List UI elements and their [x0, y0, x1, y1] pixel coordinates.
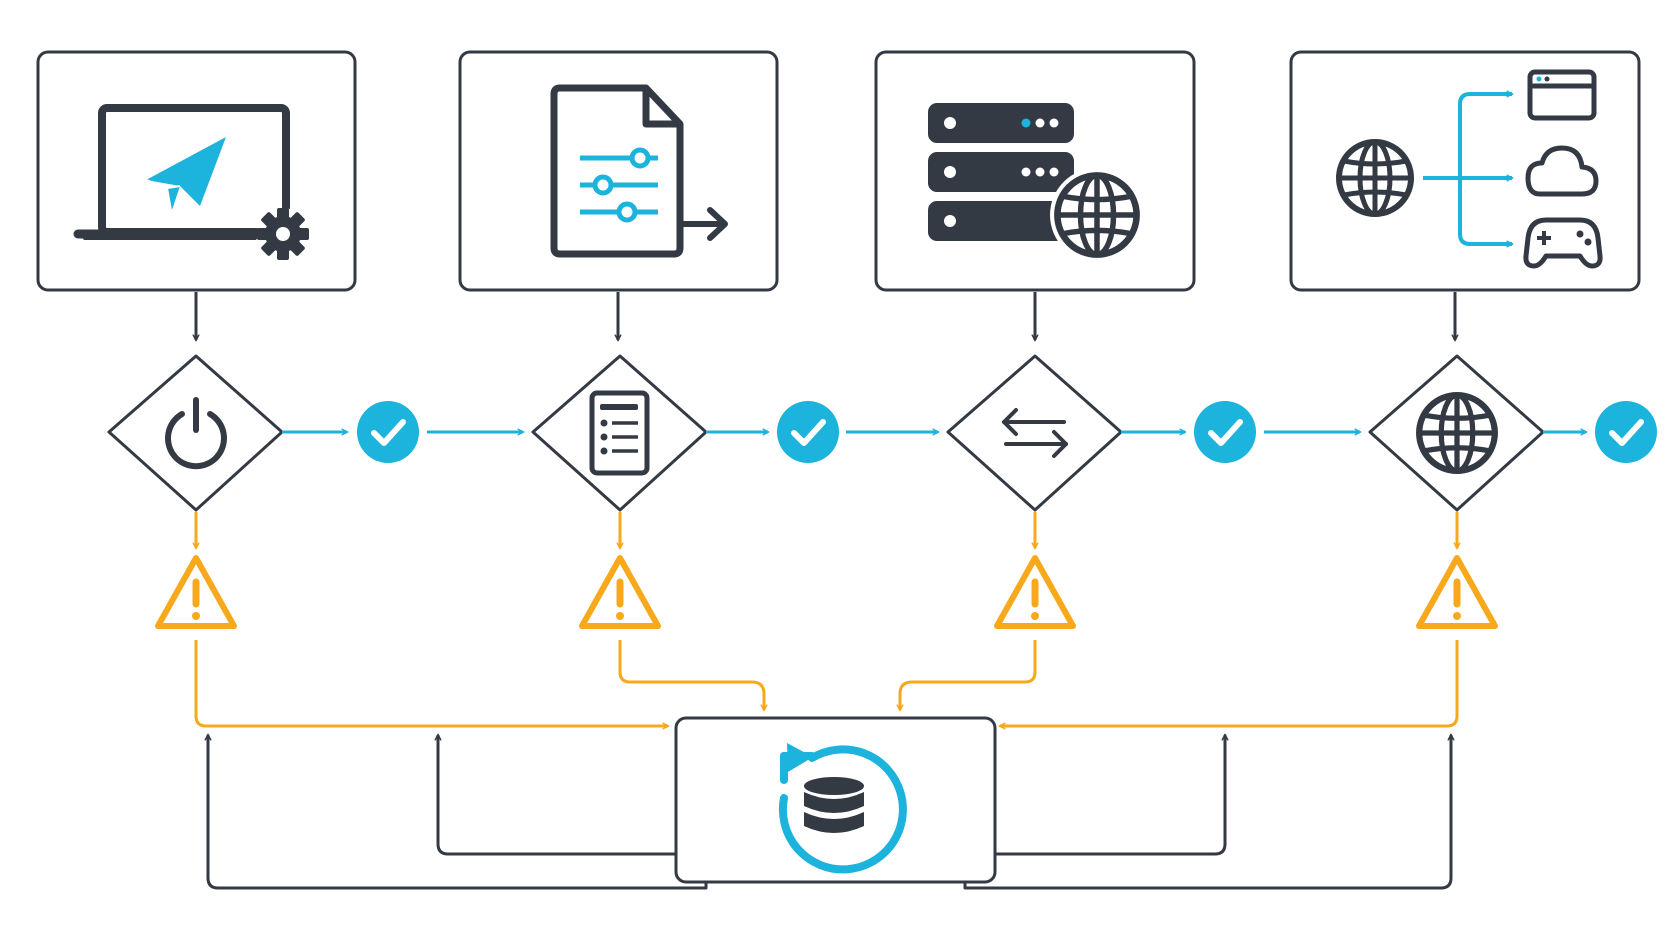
- warning-icon: [1419, 558, 1495, 626]
- check-icon: [1194, 401, 1256, 463]
- warning-icon: [158, 558, 234, 626]
- stage-3-source-box: [874, 50, 1196, 292]
- cloud-icon: [1525, 145, 1599, 197]
- check-icon: [357, 401, 419, 463]
- laptop-send-gear-icon: [73, 104, 309, 260]
- stage-1-gate: [107, 354, 284, 512]
- stage-1-source-box: [36, 50, 357, 292]
- browser-window-icon: [1527, 69, 1597, 121]
- stage-4-gate: [1368, 354, 1545, 512]
- failure-flow: [192, 512, 1461, 730]
- restore-flow: [204, 733, 1455, 890]
- stage-2-source-box: [458, 50, 779, 292]
- stage-4-source-box: [1289, 50, 1641, 292]
- stage-3-gate: [946, 354, 1123, 512]
- globe-branch-icon: [1339, 69, 1603, 269]
- rollback-box: [674, 716, 997, 884]
- gamepad-icon: [1523, 217, 1603, 269]
- checklist-icon: [589, 390, 650, 476]
- warning-icon: [582, 558, 658, 626]
- server-globe-icon: [928, 103, 1144, 262]
- check-icon: [777, 401, 839, 463]
- check-icon: [1595, 401, 1657, 463]
- power-icon: [165, 397, 227, 470]
- document-sliders-export-icon: [550, 84, 728, 258]
- connector-box-to-gate: [192, 292, 1459, 342]
- database-restore-icon: [778, 743, 907, 874]
- swap-arrows-icon: [1002, 408, 1068, 458]
- stage-2-gate: [531, 354, 708, 512]
- warning-icon: [997, 558, 1073, 626]
- globe-icon: [1419, 395, 1495, 471]
